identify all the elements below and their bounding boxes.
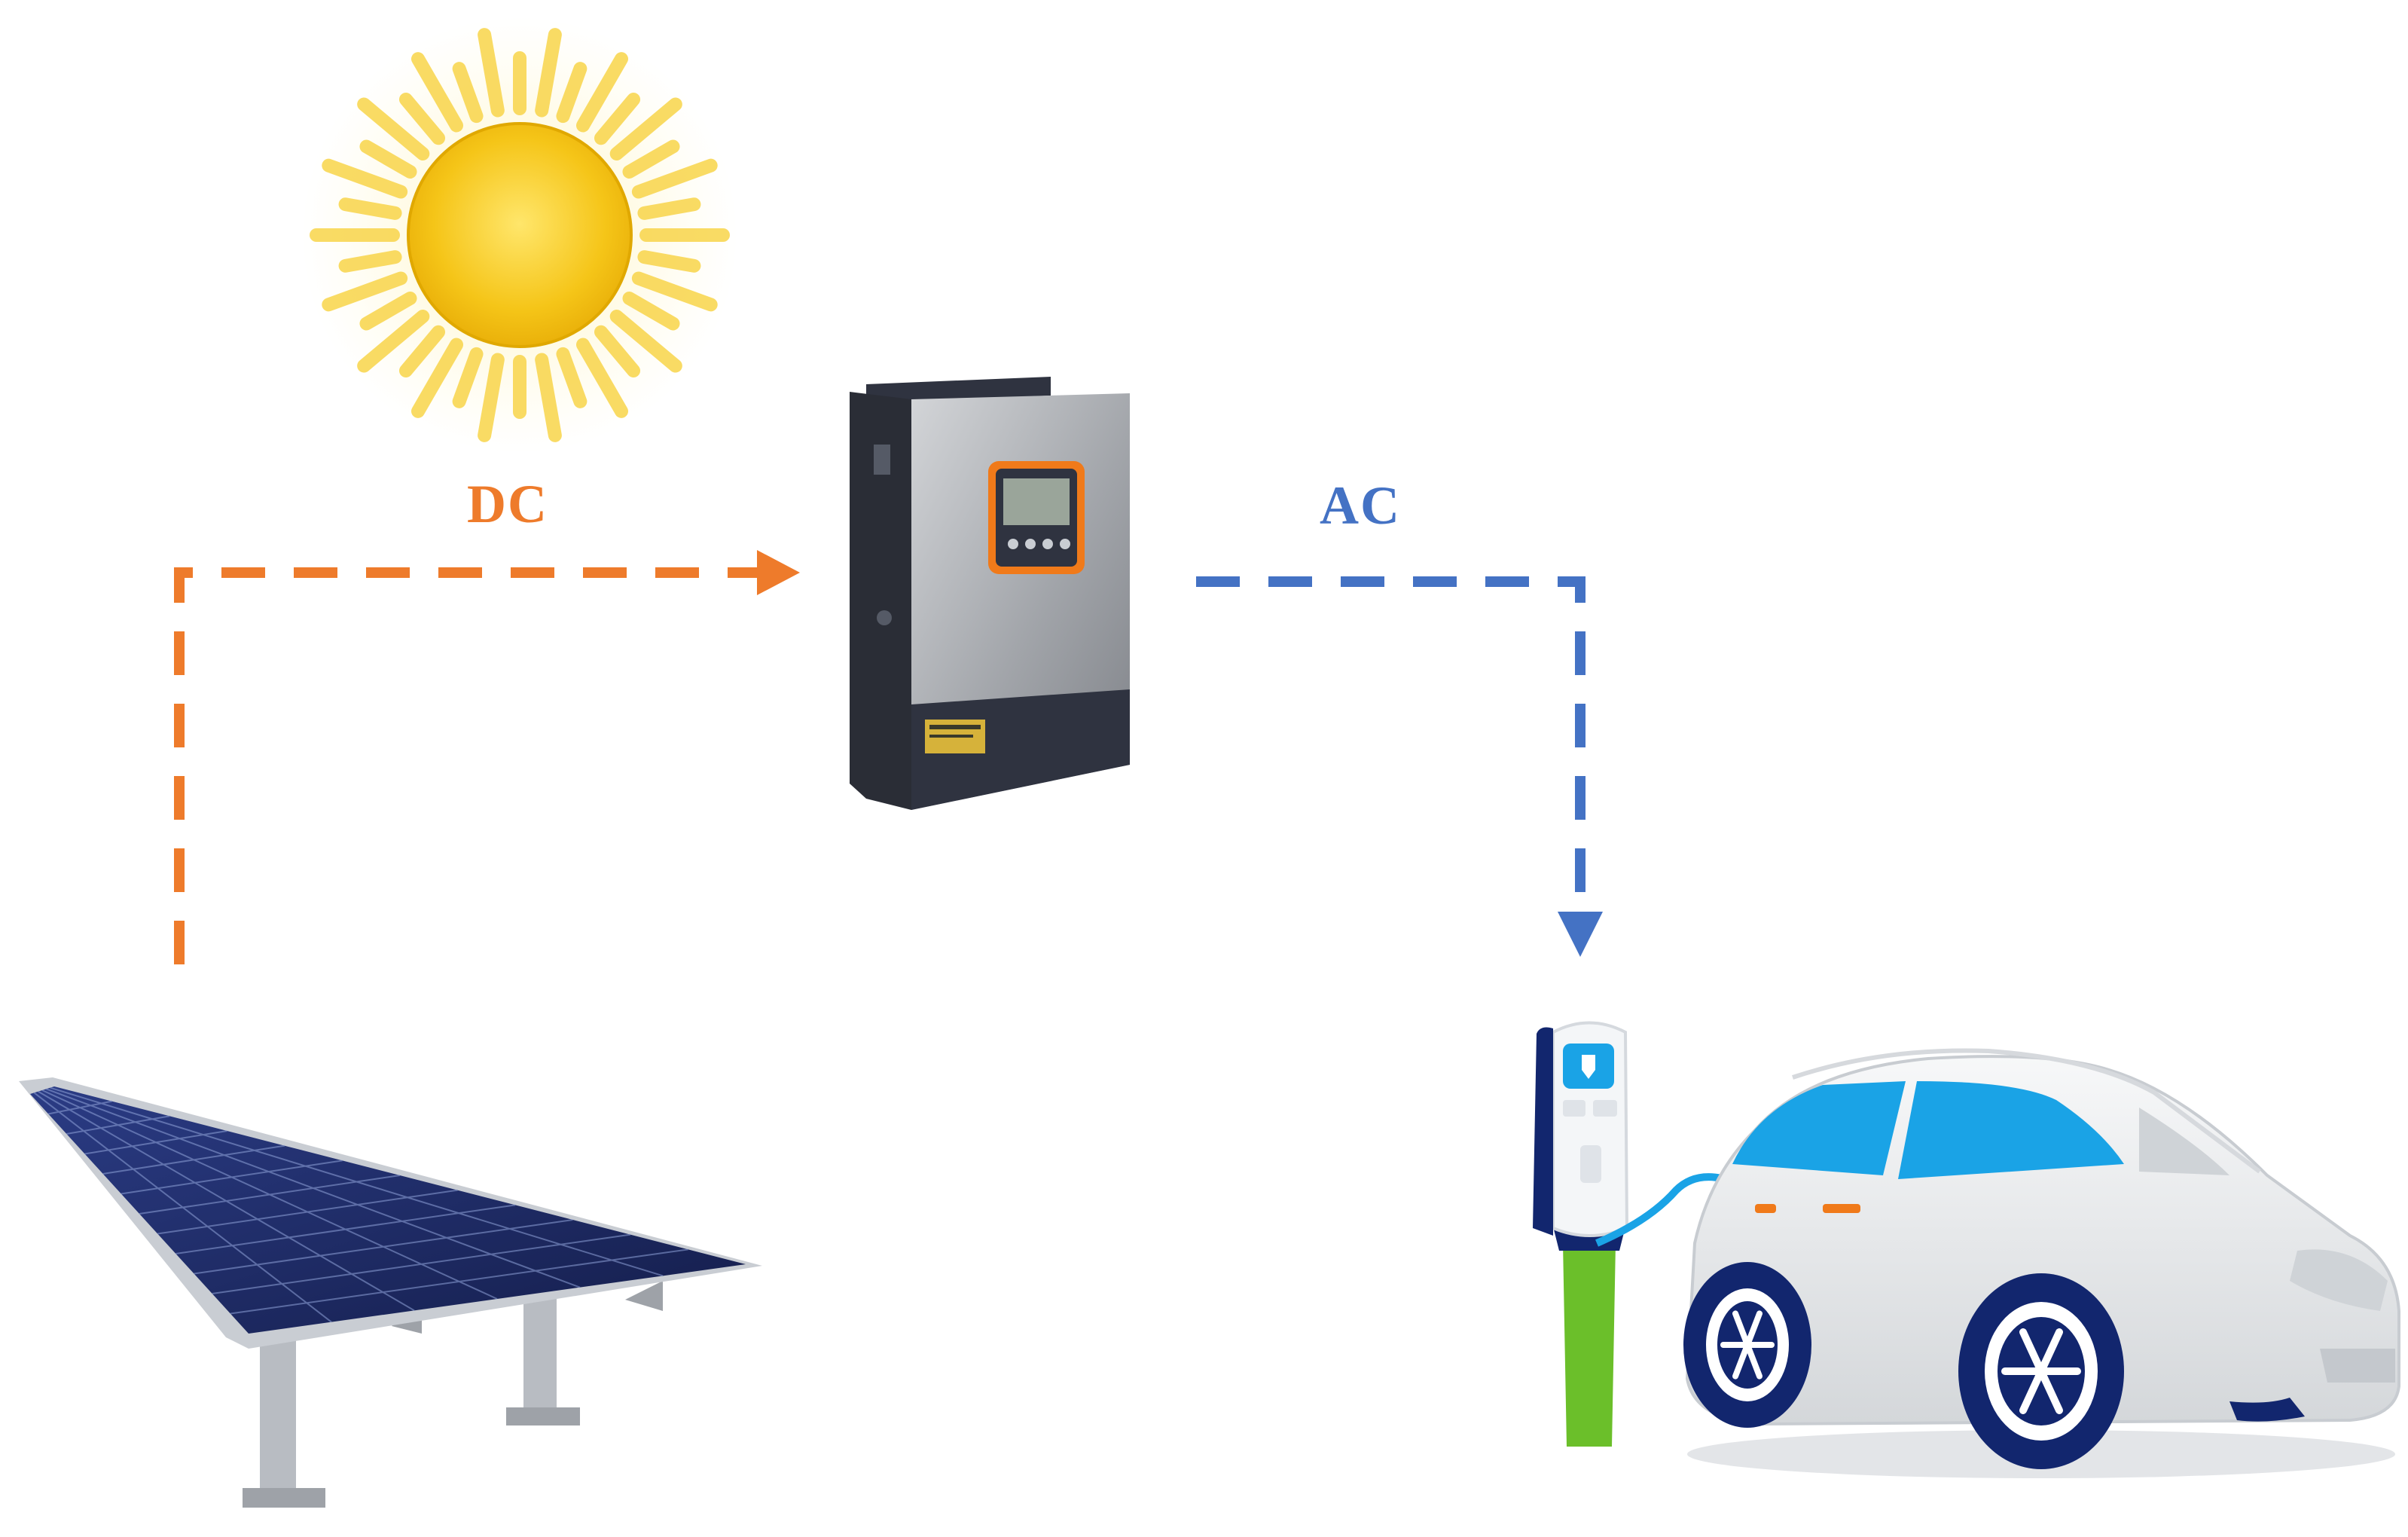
dc-label: DC [467,474,548,534]
solar-panel-icon [19,1077,762,1508]
sun-icon [301,17,738,454]
electric-car-icon [1683,1048,2400,1478]
dc-flow-arrow [174,550,800,964]
inverter-icon [850,377,1130,810]
ac-label: AC [1320,475,1401,536]
ac-flow-arrow [1196,576,1603,957]
ev-charger-icon [1533,1021,1750,1447]
